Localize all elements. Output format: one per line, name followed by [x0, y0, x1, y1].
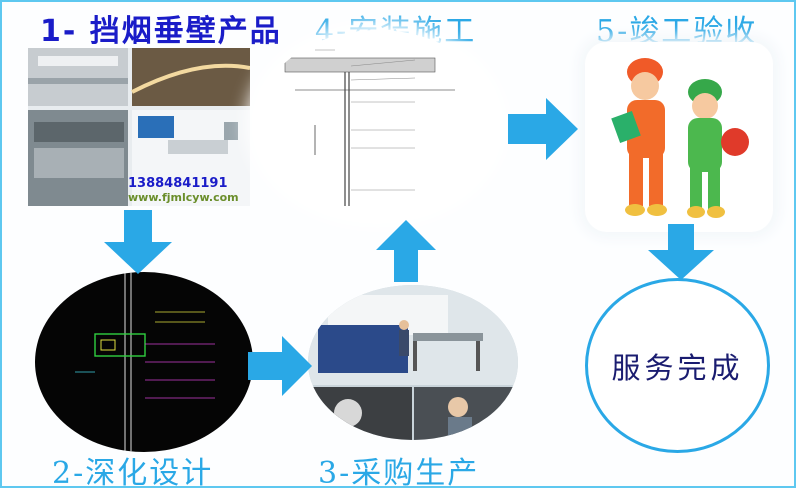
service-complete-circle: 服务完成 — [585, 278, 770, 453]
inspectors-illustration — [611, 58, 749, 218]
product-photo-collage: 13884841191 www.fjmlcyw.com — [28, 48, 250, 206]
step2-title: 2-深化设计 — [52, 456, 214, 491]
production-photos — [308, 285, 518, 440]
arrow-right-step4-to-step5 — [508, 98, 578, 160]
phone-number: 13884841191 — [128, 176, 228, 191]
website-text: www.fjmlcyw.com — [128, 191, 239, 204]
design-drawing — [35, 272, 253, 452]
factory-photo — [308, 285, 518, 440]
arrow-down-step5-to-complete — [648, 224, 714, 280]
cad-drawing — [75, 272, 215, 452]
arrow-up-step3-to-step4 — [376, 220, 436, 282]
installation-drawing — [255, 30, 500, 220]
installation-sketch — [284, 49, 455, 206]
service-complete-label: 服务完成 — [611, 350, 744, 385]
product-photos — [28, 48, 250, 206]
arrow-right-step2-to-step3 — [248, 336, 312, 396]
step1-title: 1- 挡烟垂壁产品 — [40, 14, 282, 49]
arrow-down-step1-to-step2 — [104, 210, 172, 274]
acceptance-illustration — [585, 42, 773, 232]
step3-title: 3-采购生产 — [318, 456, 480, 491]
